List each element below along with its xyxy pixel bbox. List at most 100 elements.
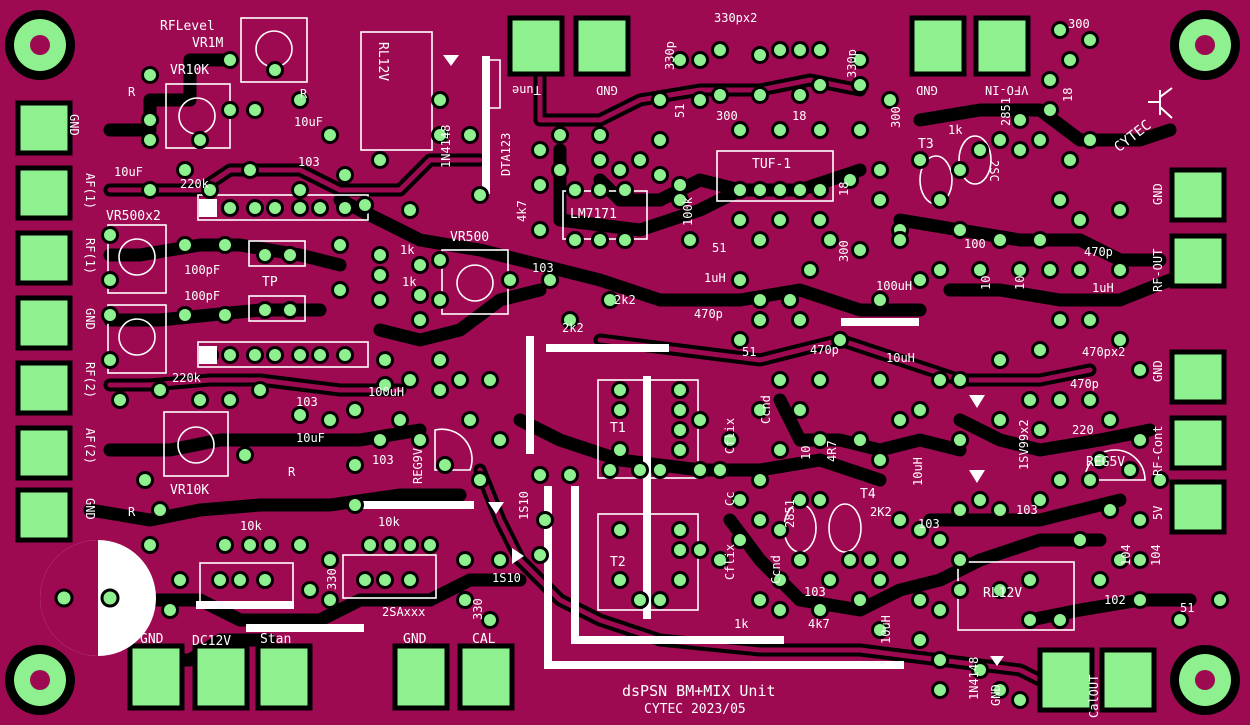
val-103-f: 103 xyxy=(918,517,940,531)
solder-pad xyxy=(321,591,339,609)
transistor-logo-icon xyxy=(1148,87,1173,119)
solder-pad xyxy=(811,76,829,94)
val-330px2: 330px2 xyxy=(714,11,758,25)
solder-pad xyxy=(391,411,409,429)
val-470p-c: 470p xyxy=(1084,245,1113,259)
solder-pad xyxy=(951,161,969,179)
val-18-a: 18 xyxy=(792,109,807,123)
label-tuf1: TUF-1 xyxy=(752,157,792,172)
solder-pad xyxy=(631,461,649,479)
conn-right-calout: CalOUT xyxy=(1087,674,1101,718)
solder-pad xyxy=(611,401,629,419)
solder-pad xyxy=(1061,151,1079,169)
solder-pad xyxy=(256,246,274,264)
val-100k: 100k xyxy=(681,197,695,226)
solder-pad xyxy=(671,571,689,589)
solder-pad xyxy=(221,199,239,217)
solder-pad xyxy=(1051,471,1069,489)
solder-pad xyxy=(281,246,299,264)
solder-pad xyxy=(951,551,969,569)
val-102: 102 xyxy=(1104,593,1126,607)
solder-pad xyxy=(611,441,629,459)
solder-pad xyxy=(931,681,949,699)
solder-pad xyxy=(101,271,119,289)
solder-pad xyxy=(1051,311,1069,329)
solder-pad xyxy=(871,161,889,179)
solder-pad xyxy=(771,41,789,59)
val-cc: Cc xyxy=(723,491,737,506)
solder-pad xyxy=(751,46,769,64)
solder-pad xyxy=(651,166,669,184)
val-2k2-a: 2k2 xyxy=(614,293,636,307)
solder-pad xyxy=(321,411,339,429)
label-t3: T3 xyxy=(918,137,934,152)
val-r-b: R xyxy=(300,87,308,101)
label-vr1m: VR1M xyxy=(192,36,224,51)
label-2851-bot: 2851 xyxy=(783,499,797,528)
solder-pad xyxy=(536,511,554,529)
solder-pad xyxy=(611,381,629,399)
solder-pad xyxy=(891,551,909,569)
solder-pad xyxy=(401,536,419,554)
solder-pad xyxy=(176,236,194,254)
solder-pad xyxy=(601,461,619,479)
label-t2: T2 xyxy=(610,555,626,570)
val-100pf-a: 100pF xyxy=(184,263,221,277)
solder-pad xyxy=(151,381,169,399)
solder-pad xyxy=(566,231,584,249)
solder-pad xyxy=(261,536,279,554)
solder-pad xyxy=(751,401,769,419)
solder-pad xyxy=(616,231,634,249)
val-10uh-b: 10uH xyxy=(911,457,925,486)
val-300-c: 300 xyxy=(837,240,851,262)
val-1k-c: 1k xyxy=(402,275,417,289)
val-220: 220 xyxy=(1072,423,1094,437)
val-10k-b: 10k xyxy=(378,515,400,529)
solder-pad xyxy=(311,199,329,217)
solder-pad xyxy=(931,191,949,209)
solder-pad xyxy=(1111,261,1129,279)
solder-pad xyxy=(751,291,769,309)
val-10k-a: 10k xyxy=(240,519,262,533)
conn-bottom-gnd-2: GND xyxy=(403,632,427,647)
solder-pad xyxy=(841,551,859,569)
solder-pad xyxy=(731,181,749,199)
solder-pad xyxy=(1121,461,1139,479)
solder-pad xyxy=(871,191,889,209)
solder-pad xyxy=(1101,411,1119,429)
solder-pad xyxy=(751,471,769,489)
val-470p-a: 470p xyxy=(694,307,723,321)
solder-pad xyxy=(331,236,349,254)
solder-pad xyxy=(851,51,869,69)
solder-pad xyxy=(601,291,619,309)
label-1s10-a: 1S10 xyxy=(517,491,531,520)
label-rflevel: RFLevel xyxy=(160,19,215,34)
val-4k7-b: 4k7 xyxy=(808,617,830,631)
label-reg5v: REG5V xyxy=(1086,455,1126,470)
solder-pad xyxy=(411,431,429,449)
solder-pad xyxy=(371,266,389,284)
solder-pad xyxy=(401,371,419,389)
solder-pad xyxy=(141,131,159,149)
solder-pad xyxy=(651,91,669,109)
val-330p-a: 330p xyxy=(663,41,677,70)
solder-pad xyxy=(531,141,549,159)
conn-left-af2: AF(2) xyxy=(83,428,97,465)
solder-pad xyxy=(651,131,669,149)
solder-pad xyxy=(451,371,469,389)
solder-pad xyxy=(1151,471,1169,489)
solder-pad xyxy=(101,306,119,324)
solder-pad xyxy=(1081,471,1099,489)
solder-pad xyxy=(851,241,869,259)
solder-pad xyxy=(1131,551,1149,569)
solder-pad xyxy=(291,536,309,554)
silk-outlines xyxy=(107,17,1146,631)
solder-pad xyxy=(1031,341,1049,359)
solder-pad xyxy=(431,381,449,399)
solder-pad xyxy=(291,406,309,424)
val-2k2-c: 2K2 xyxy=(870,505,892,519)
solder-pad xyxy=(411,286,429,304)
solder-pad xyxy=(231,571,249,589)
solder-pad xyxy=(411,311,429,329)
solder-pad xyxy=(851,591,869,609)
